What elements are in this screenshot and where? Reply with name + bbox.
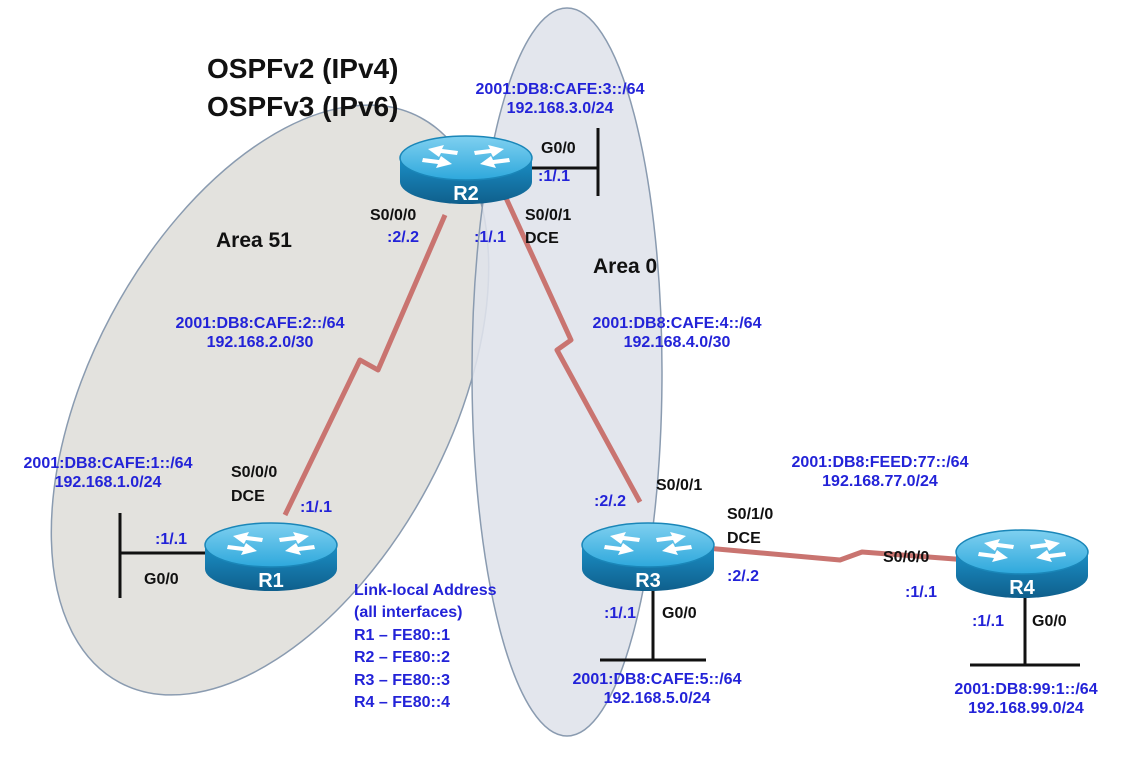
- serial-link-r2-r3: [503, 196, 643, 504]
- r1-g00-host: :1/.1: [155, 531, 188, 548]
- r4-s000-host: :1/.1: [905, 584, 938, 601]
- r3-s001-name: S0/0/1: [656, 477, 703, 494]
- r1-lan-network: 2001:DB8:CAFE:1::/64 192.168.1.0/24: [10, 454, 206, 492]
- r4-lan-network: 2001:DB8:99:1::/64 192.168.99.0/24: [930, 680, 1122, 718]
- router-r2-label: R2: [453, 183, 479, 205]
- r2-s001-dce: DCE: [525, 230, 559, 247]
- r3-s001-host: :2/.2: [594, 493, 627, 510]
- router-r4-label: R4: [1009, 577, 1035, 599]
- r3-s010-dce: DCE: [727, 530, 761, 547]
- r4-lan-segment: [970, 590, 1080, 667]
- r2-r3-network: 2001:DB8:CAFE:4::/64 192.168.4.0/30: [572, 314, 782, 352]
- area-0-label: Area 0: [593, 255, 658, 278]
- r2-lan-network: 2001:DB8:CAFE:3::/64 192.168.3.0/24: [450, 80, 670, 118]
- area-51-label: Area 51: [216, 229, 292, 252]
- r4-s000-name: S0/0/0: [883, 549, 930, 566]
- title-line-2: OSPFv3 (IPv6): [207, 91, 399, 122]
- r4-g00-host: :1/.1: [972, 613, 1005, 630]
- r3-g00-name: G0/0: [662, 605, 697, 622]
- r2-s000-host: :2/.2: [387, 229, 420, 246]
- r4-g00-name: G0/0: [1032, 613, 1067, 630]
- r1-lan-ipv4: 192.168.1.0/24: [54, 474, 162, 492]
- r1-lan-segment: [118, 513, 213, 598]
- r2-r3-ipv4: 192.168.4.0/30: [623, 334, 731, 352]
- link-local-heading-2: (all interfaces): [354, 604, 463, 622]
- link-local-legend: Link-local Address (all interfaces) R1 –…: [354, 580, 497, 714]
- r3-s010-host: :2/.2: [727, 568, 760, 585]
- link-local-r4: R4 – FE80::4: [354, 693, 451, 711]
- r2-r3-ipv6: 2001:DB8:CAFE:4::/64: [592, 315, 762, 332]
- r2-lan-segment: [530, 128, 600, 196]
- r3-lan-ipv6: 2001:DB8:CAFE:5::/64: [572, 671, 742, 688]
- router-r2-icon[interactable]: [399, 135, 533, 204]
- router-r3-icon[interactable]: [581, 522, 715, 591]
- router-r4-icon[interactable]: [955, 529, 1089, 598]
- r3-s010-name: S0/1/0: [727, 506, 774, 523]
- title-line-1: OSPFv2 (IPv4): [207, 53, 399, 84]
- r2-s001-name: S0/0/1: [525, 207, 572, 224]
- serial-link-r3-r4: [705, 545, 969, 563]
- r2-s000-name: S0/0/0: [370, 207, 417, 224]
- r4-lan-ipv6: 2001:DB8:99:1::/64: [954, 681, 1098, 698]
- r1-g00-name: G0/0: [144, 571, 179, 588]
- r3-lan-network: 2001:DB8:CAFE:5::/64 192.168.5.0/24: [552, 670, 762, 708]
- link-local-r1: R1 – FE80::1: [354, 626, 451, 644]
- r3-r4-ipv6: 2001:DB8:FEED:77::/64: [791, 454, 969, 471]
- r2-lan-ipv4: 192.168.3.0/24: [506, 100, 614, 118]
- r3-r4-ipv4: 192.168.77.0/24: [822, 473, 938, 491]
- r2-s001-host: :1/.1: [474, 229, 507, 246]
- router-r1-icon[interactable]: [204, 522, 338, 591]
- link-local-r2: R2 – FE80::2: [354, 649, 451, 667]
- r1-s000-host: :1/.1: [300, 499, 333, 516]
- r1-r2-ipv6: 2001:DB8:CAFE:2::/64: [175, 315, 345, 332]
- area-51-region: [50, 104, 490, 696]
- r1-r2-network: 2001:DB8:CAFE:2::/64 192.168.2.0/30: [155, 314, 365, 352]
- r2-g00-name: G0/0: [541, 140, 576, 157]
- r3-lan-ipv4: 192.168.5.0/24: [603, 690, 711, 708]
- r2-g00-host: :1/.1: [538, 168, 571, 185]
- link-local-heading-1: Link-local Address: [354, 582, 497, 599]
- r1-r2-ipv4: 192.168.2.0/30: [206, 334, 314, 352]
- router-r3-label: R3: [635, 570, 661, 592]
- r4-lan-ipv4: 192.168.99.0/24: [968, 700, 1084, 718]
- r1-lan-ipv6: 2001:DB8:CAFE:1::/64: [23, 455, 193, 472]
- r1-s000-name: S0/0/0: [231, 464, 278, 481]
- r2-lan-ipv6: 2001:DB8:CAFE:3::/64: [475, 81, 645, 98]
- r3-r4-network: 2001:DB8:FEED:77::/64 192.168.77.0/24: [768, 453, 992, 491]
- router-r1-label: R1: [258, 570, 284, 592]
- link-local-r3: R3 – FE80::3: [354, 671, 451, 689]
- r3-g00-host: :1/.1: [604, 605, 637, 622]
- r1-s000-dce: DCE: [231, 488, 265, 505]
- serial-link-r1-r2: [282, 214, 448, 517]
